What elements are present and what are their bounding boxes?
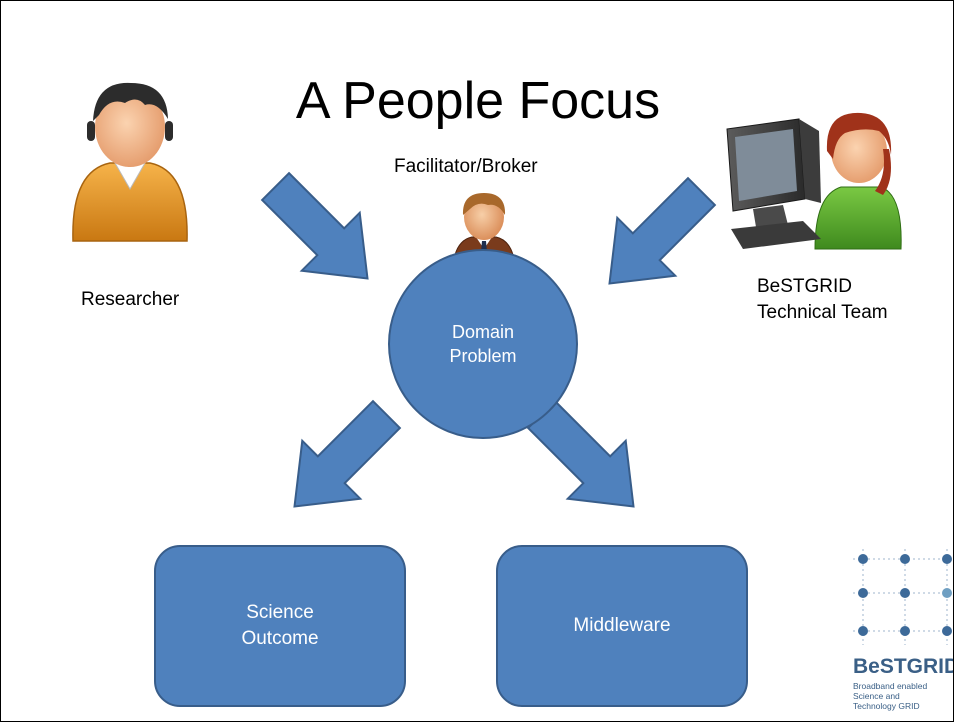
team-label-line-2: Technical Team xyxy=(757,302,888,323)
middleware-node: Middleware xyxy=(496,545,748,707)
domain-line-2: Problem xyxy=(449,346,517,366)
team-label: BeSTGRID Technical Team xyxy=(757,274,888,326)
arrow-researcher-to-domain xyxy=(260,171,369,280)
facilitator-label: Facilitator/Broker xyxy=(394,156,538,177)
science-outcome-node: Science Outcome xyxy=(154,545,406,707)
domain-line-1: Domain xyxy=(451,322,515,342)
science-line-2: Outcome xyxy=(241,628,319,649)
slide-title: A People Focus xyxy=(295,72,661,130)
researcher-label: Researcher xyxy=(81,289,180,310)
arrow-domain-to-middleware xyxy=(526,399,635,508)
logo-name: BeSTGRID xyxy=(853,655,954,678)
science-line-1: Science xyxy=(246,602,314,623)
logo-tag-line-3: Technology GRID xyxy=(853,701,920,711)
middleware-label: Middleware xyxy=(573,615,671,636)
researcher-icon xyxy=(72,82,188,242)
logo-tag-line-1: Broadband enabled xyxy=(853,681,928,691)
technical-team-icon xyxy=(726,112,902,250)
team-label-line-1: BeSTGRID xyxy=(757,276,853,297)
logo-tagline: Broadband enabled Science and Technology… xyxy=(853,681,927,711)
bestgrid-logo-icon xyxy=(853,549,953,645)
domain-problem-node: Domain Problem xyxy=(388,249,578,439)
arrow-team-to-domain xyxy=(608,176,717,285)
arrow-domain-to-science xyxy=(293,399,402,508)
logo-tag-line-2: Science and xyxy=(853,691,900,701)
